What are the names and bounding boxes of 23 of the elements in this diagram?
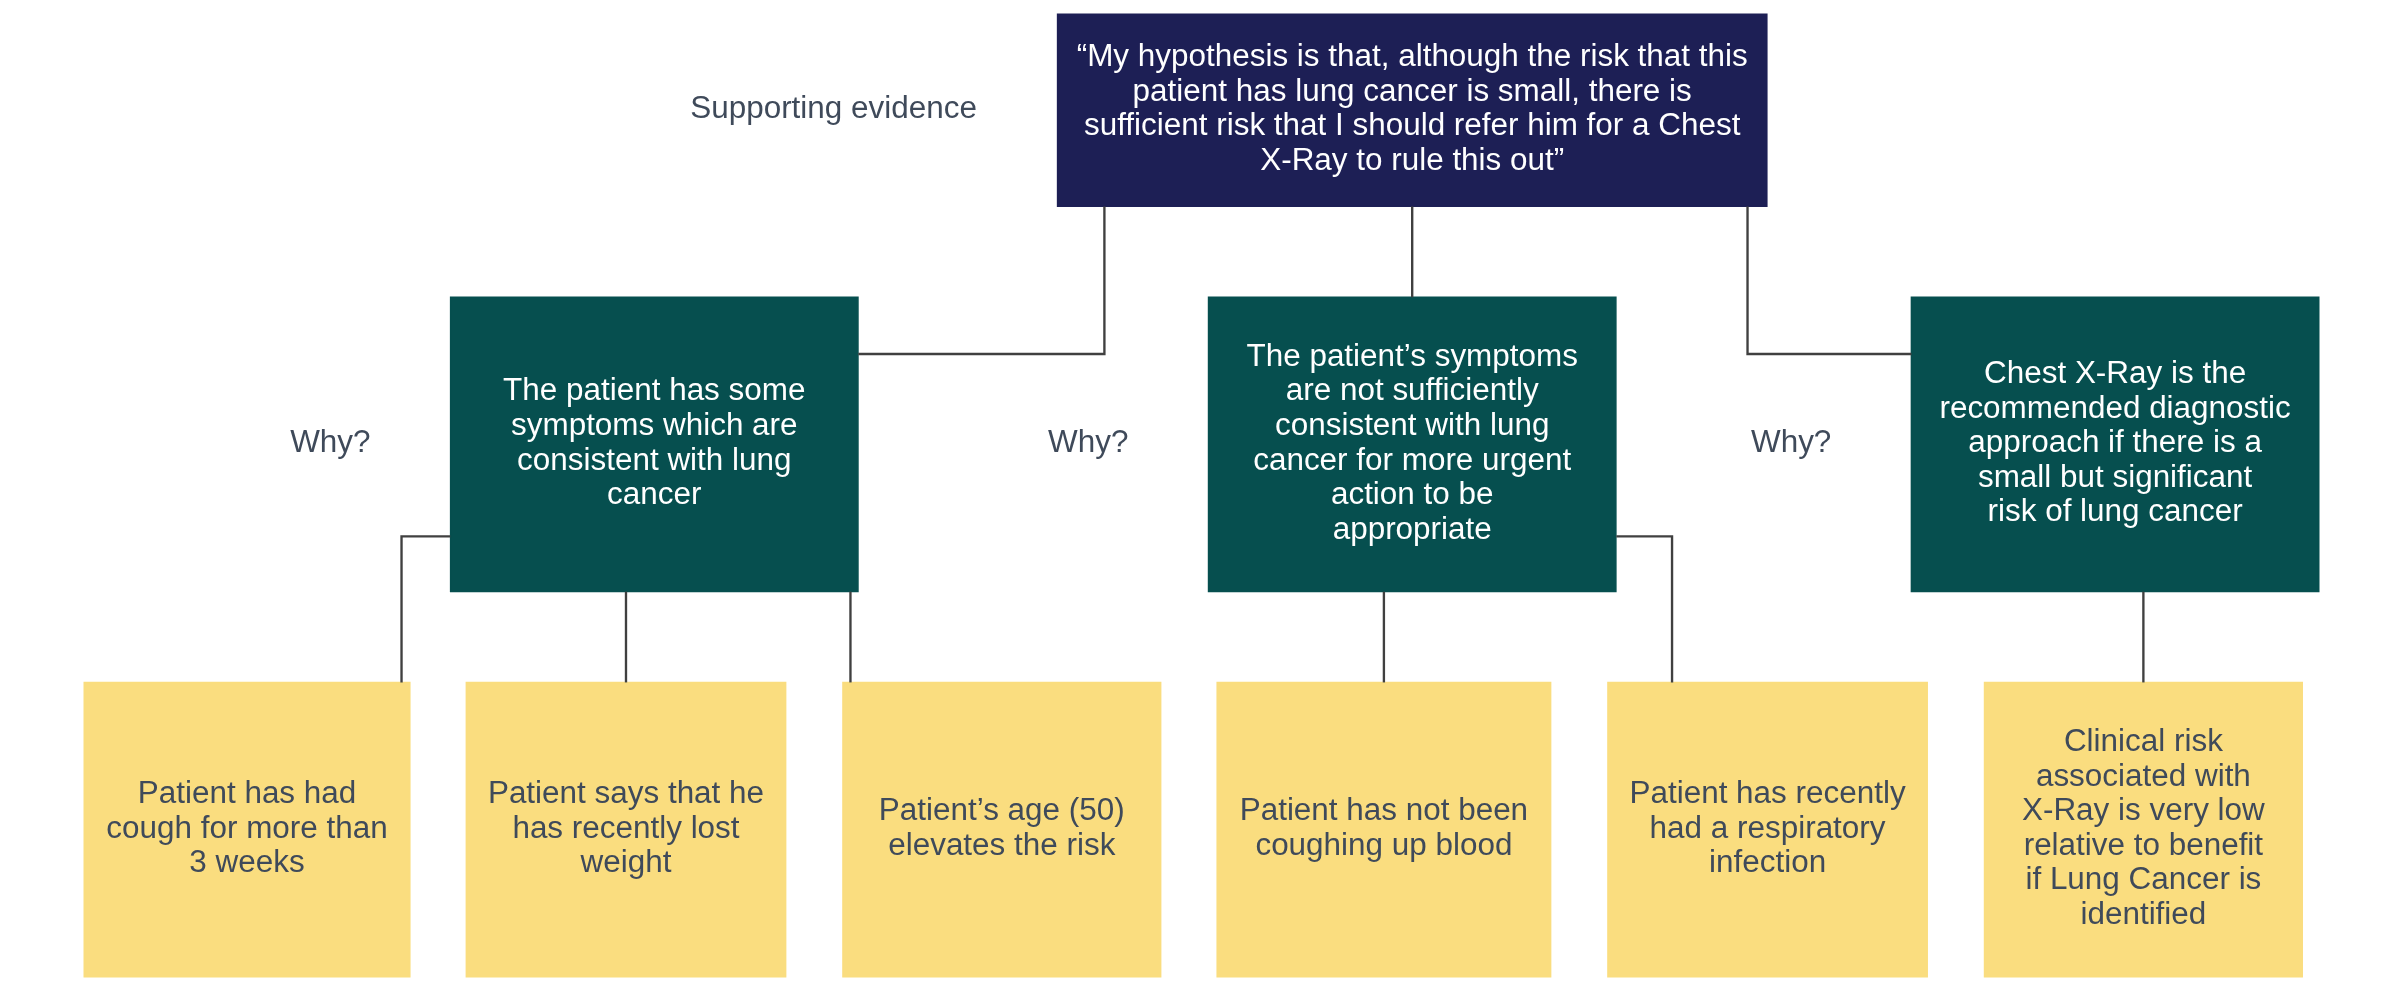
node-box: Clinical risk associated with X-Ray is very low relative to benefit if Lung Cancer is identified	[1983, 681, 2303, 978]
node-box: Patient has recently had a respiratory infection	[1607, 681, 1928, 978]
connector	[1411, 206, 1414, 298]
label: Why?	[1750, 424, 1832, 460]
connector	[1746, 206, 1912, 356]
label: Supporting evidence	[690, 90, 977, 126]
node-box: Patient says that he has recently lost weight	[465, 681, 787, 978]
node-box: Chest X-Ray is the recommended diagnostic approach if there is a small but significant risk of lung cancer	[1910, 296, 2320, 593]
node-box: The patient’s symptoms are not sufficiently consistent with lung cancer for more urgent action to be appropriate	[1207, 296, 1617, 593]
node-box: The patient has some symptoms which are consistent with lung cancer	[449, 296, 859, 593]
connector	[1616, 535, 1674, 683]
connector	[1382, 591, 1386, 683]
connector	[624, 591, 628, 683]
node-box: Patient has not been coughing up blood	[1216, 681, 1552, 978]
connector	[858, 206, 1106, 356]
connector	[849, 591, 852, 683]
label: Why?	[1048, 424, 1129, 460]
connector	[2142, 591, 2145, 683]
node-box: Patient’s age (50) elevates the risk	[842, 681, 1162, 978]
connector	[400, 535, 451, 683]
node-box: “My hypothesis is that, although the risk that this patient has lung cancer is small, there is sufficient risk that I should refer him for a Chest X-Ray to rule this out”	[1056, 13, 1768, 207]
label: Why?	[290, 424, 371, 460]
node-box: Patient has had cough for more than 3 weeks	[83, 681, 411, 978]
